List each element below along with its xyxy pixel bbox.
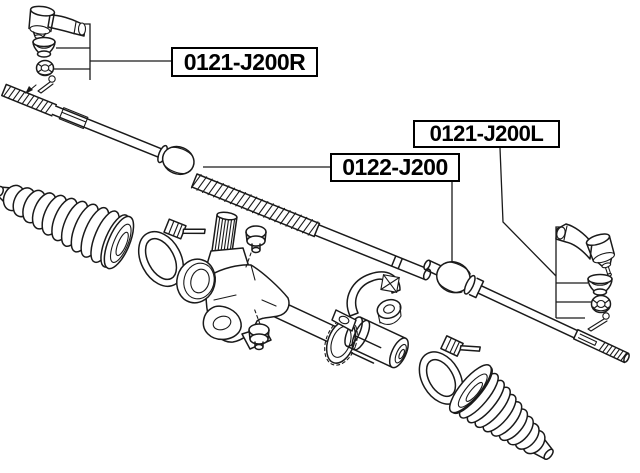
boot-clamp-left: [137, 218, 206, 288]
mounting-bushing-ring: [324, 318, 358, 366]
mounting-bolt-upper: [245, 225, 267, 254]
leader-0121l: [499, 147, 557, 277]
mounting-ear-hole: [212, 315, 232, 331]
steering-boot-left: [0, 184, 135, 270]
boot-small-end-left: [0, 185, 4, 197]
thread-hatching: [3, 85, 54, 114]
dust-cover-right: [587, 273, 613, 296]
clamp-head-right: [440, 335, 464, 357]
dust-cover: [32, 36, 56, 58]
thread-hatching-right: [598, 341, 628, 362]
boot-small-end-right: [543, 448, 554, 461]
wrench-flats: [58, 107, 89, 130]
part-label-axial-rod: 0122-J200: [330, 153, 460, 182]
part-label-tie-rod-end-left: 0121-J200L: [413, 120, 560, 148]
castle-nut: [35, 59, 55, 77]
assembly-arrow: [25, 84, 37, 94]
part-label-tie-rod-end-right: 0121-J200R: [171, 47, 318, 77]
cotter-pin: [37, 75, 56, 94]
mounting-bolt-lower: [248, 323, 270, 351]
axial-rod-left: [1, 83, 195, 176]
tie-rod-end-exploded-left: [25, 5, 87, 94]
castle-nut-right: [590, 294, 612, 314]
rack-teeth: [190, 174, 319, 236]
rack-shaft: [190, 173, 432, 281]
steering-boot-right: [448, 364, 554, 461]
bracket-strap: [346, 271, 401, 317]
clamp-tail-left: [182, 228, 206, 235]
cotter-pin-right: [587, 312, 610, 332]
axial-rod-right: [423, 259, 630, 364]
steering-gear-housing: [176, 211, 290, 351]
ball-joint-housing-right: [585, 233, 616, 277]
callout-bracket-right: [555, 226, 592, 319]
cotter-pin-slot: [577, 333, 598, 346]
tie-rod-end-exploded-right: [555, 223, 616, 332]
callout-leader-lines: [54, 23, 592, 319]
mounting-bushing: [344, 316, 409, 369]
clamp-head-left: [163, 218, 187, 240]
spline-hatching: [214, 217, 236, 256]
mounting-bracket: [331, 271, 402, 332]
clamp-tail-right: [459, 345, 481, 352]
ball-socket-left: [161, 145, 195, 176]
